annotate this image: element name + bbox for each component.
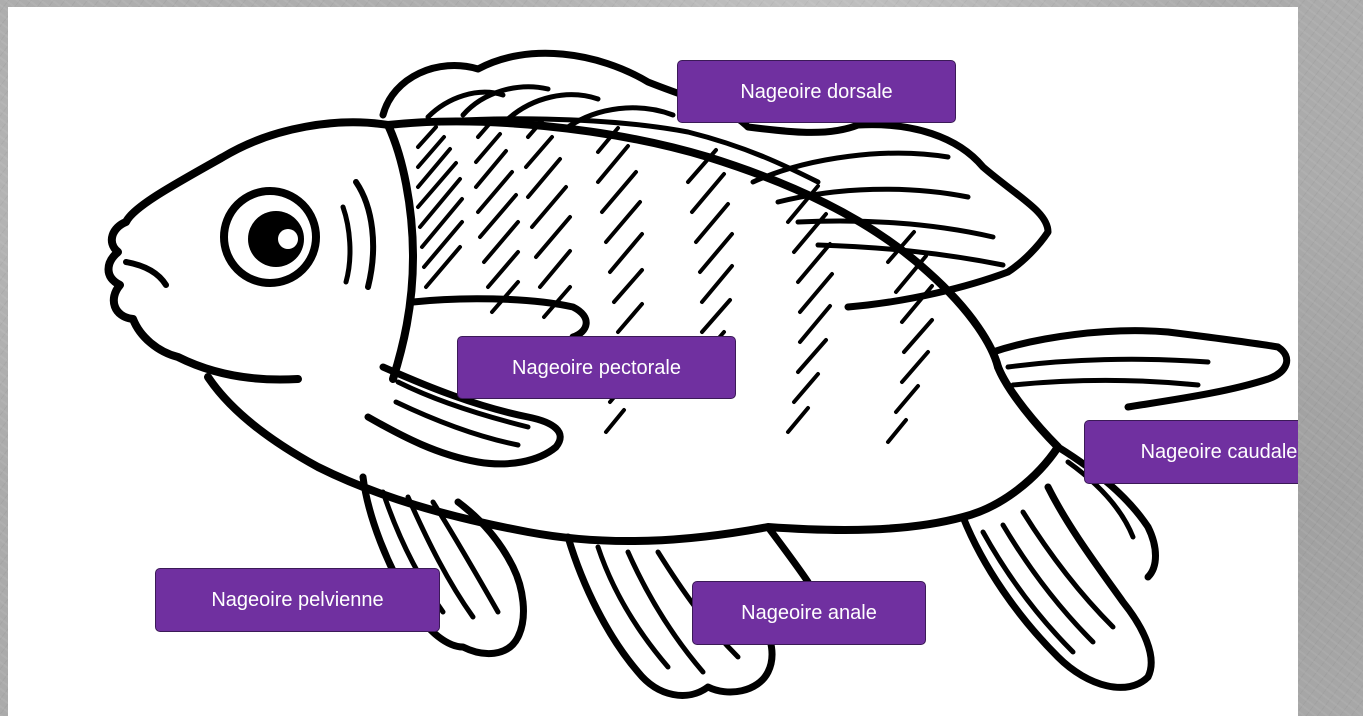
label-pectoral-fin: Nageoire pectorale — [457, 336, 736, 399]
label-dorsal-fin: Nageoire dorsale — [677, 60, 956, 123]
fish-mouth — [126, 262, 166, 285]
label-caudal-fin: Nageoire caudale — [1084, 420, 1298, 484]
diagram-canvas: Nageoire dorsale Nageoire pectorale Nage… — [8, 7, 1298, 716]
label-anal-fin: Nageoire anale — [692, 581, 926, 645]
label-pelvic-fin: Nageoire pelvienne — [155, 568, 440, 632]
fish-eye — [224, 191, 316, 283]
